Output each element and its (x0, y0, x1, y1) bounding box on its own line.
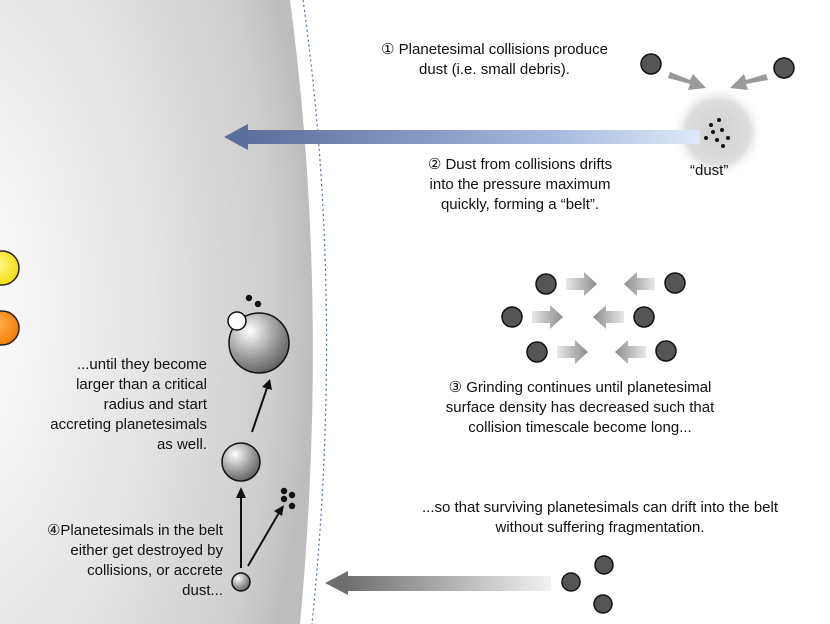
step2-line1: Dust from collisions drifts (445, 156, 613, 173)
step4-text: ④Planetesimals in the belt either get de… (0, 521, 223, 601)
dust-clump-top (245, 294, 262, 308)
growth-arrows (240, 384, 281, 568)
converge-arrow-right (730, 74, 768, 90)
survivor-arrow-shaft (346, 576, 551, 591)
drift-arrow-shaft (245, 130, 700, 144)
grinding-planetesimals (501, 272, 686, 363)
step2-line2: into the pressure maximum (429, 176, 611, 193)
dust-cloud (672, 86, 764, 178)
medium-planetesimal (221, 442, 261, 482)
step3-number: ③ (448, 379, 463, 396)
yellow-body (0, 250, 20, 286)
step4-number: ④ (46, 522, 61, 539)
step1-text: ① Planetesimal collisions produce dust (… (357, 40, 632, 80)
surviving-line1: ...so that surviving planetesimals can d… (421, 499, 778, 516)
grinding-arrows (532, 272, 655, 364)
planetesimal (773, 57, 795, 79)
step3-line2: surface density has decreased such that (445, 399, 715, 416)
step2-line3: quickly, forming a “belt”. (440, 196, 600, 213)
growth-line5: as well. (156, 436, 207, 453)
small-planetesimal (231, 572, 251, 592)
belt-boundary-line (302, 0, 328, 624)
accreted-planetesimal (227, 311, 247, 331)
surviving-text: ...so that surviving planetesimals can d… (385, 498, 815, 538)
step1-line1: Planetesimal collisions produce (398, 41, 608, 58)
large-planetesimal (228, 312, 290, 374)
step3-text: ③ Grinding continues until planetesimal … (420, 378, 740, 438)
step2-text: ② Dust from collisions drifts into the p… (395, 155, 645, 215)
surviving-line2: without suffering fragmentation. (495, 519, 705, 536)
step4-line2: either get destroyed by (70, 542, 223, 559)
growth-text: ...until they become larger than a criti… (20, 355, 207, 455)
converge-arrow-left (668, 72, 706, 90)
growth-line2: larger than a critical (76, 376, 207, 393)
growth-line1: ...until they become (76, 356, 207, 373)
survivor-arrow-head (325, 571, 348, 595)
step1-number: ① (381, 41, 395, 58)
step3-line1: Grinding continues until planetesimal (466, 379, 712, 396)
dust-particles (704, 118, 730, 148)
drift-arrow-head (224, 124, 248, 150)
step4-line1: Planetesimals in the belt (60, 522, 223, 539)
dust-clump-bottom (280, 487, 296, 510)
step2-number: ② (427, 156, 442, 173)
orange-body (0, 310, 20, 346)
step1-line2: dust (i.e. small debris). (419, 61, 570, 78)
planetesimal (640, 53, 662, 75)
growth-line4: accreting planetesimals (50, 416, 207, 433)
growth-line3: radius and start (103, 396, 207, 413)
step4-line3: collisions, or accrete (87, 562, 223, 579)
surviving-planetesimals (561, 555, 614, 614)
step3-line3: collision timescale become long... (468, 419, 692, 436)
dust-label: “dust” (690, 162, 729, 179)
step4-line4: dust... (182, 582, 223, 599)
